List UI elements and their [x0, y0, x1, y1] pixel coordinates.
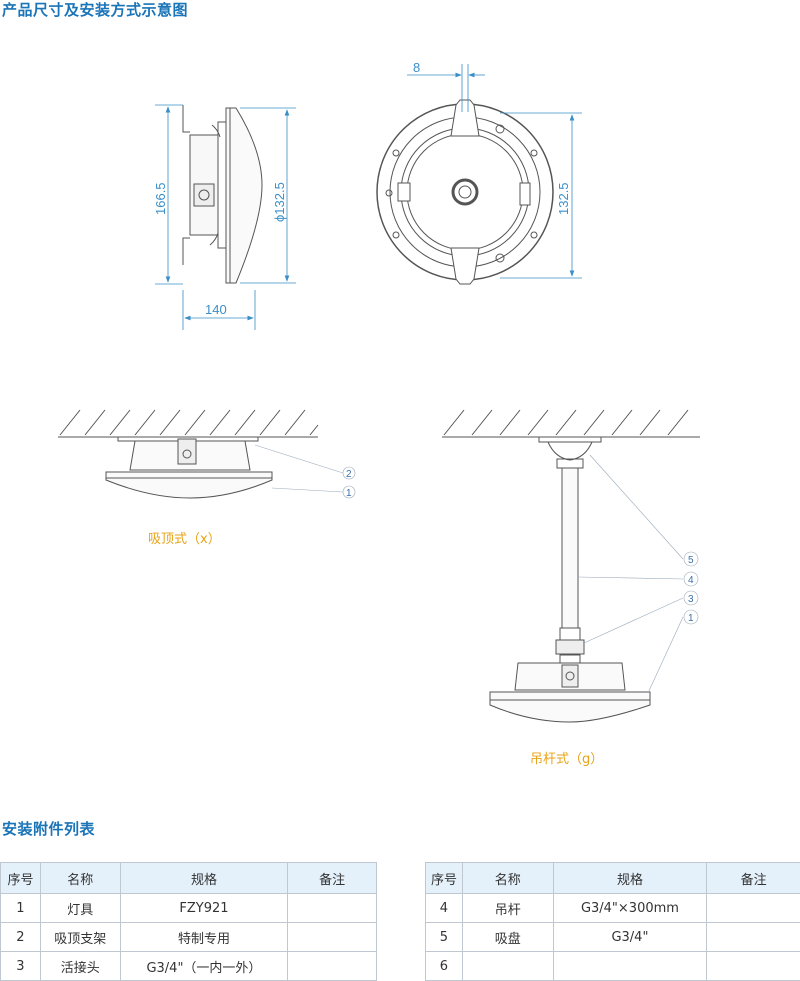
cell-index: 3: [1, 952, 41, 981]
cell-spec: FZY921: [120, 894, 288, 923]
col-header-spec: 规格: [553, 863, 707, 894]
col-header-name: 名称: [40, 863, 120, 894]
technical-drawing: 166.5 ϕ132.5 140 8 132.5: [0, 0, 800, 800]
cell-name: 吸盘: [462, 923, 553, 952]
cell-index: 2: [1, 923, 41, 952]
cell-index: 6: [426, 952, 463, 981]
col-header-spec: 规格: [120, 863, 288, 894]
callout-1-pendant: 1: [688, 613, 694, 624]
col-header-remark: 备注: [288, 863, 377, 894]
callout-2: 2: [346, 469, 352, 480]
cell-remark: [707, 952, 800, 981]
callout-5: 5: [688, 555, 694, 566]
dim-slot-width: 8: [413, 60, 420, 75]
col-header-index: 序号: [426, 863, 463, 894]
dim-diameter: ϕ132.5: [272, 182, 287, 222]
cell-spec: G3/4": [553, 923, 707, 952]
side-view: [183, 105, 262, 283]
col-header-name: 名称: [462, 863, 553, 894]
dim-front-height: 132.5: [556, 182, 571, 215]
dim-height: 166.5: [153, 182, 168, 215]
cell-name: 吊杆: [462, 894, 553, 923]
cell-remark: [288, 952, 377, 981]
cell-remark: [707, 923, 800, 952]
cell-index: 5: [426, 923, 463, 952]
pendant-mount-caption: 吊杆式（g）: [530, 752, 603, 767]
cell-name: 活接头: [40, 952, 120, 981]
front-dimensions: [407, 64, 582, 278]
cell-remark: [288, 894, 377, 923]
cell-spec: G3/4"×300mm: [553, 894, 707, 923]
front-view: [377, 100, 553, 284]
ceiling-mount-caption: 吸顶式（x）: [148, 532, 221, 547]
cell-name: [462, 952, 553, 981]
callout-1: 1: [346, 488, 352, 499]
dim-depth: 140: [205, 302, 227, 317]
cell-remark: [707, 894, 800, 923]
cell-name: 吸顶支架: [40, 923, 120, 952]
pendant-leader-lines: [578, 455, 698, 693]
section-title-accessories: 安装附件列表: [2, 818, 95, 839]
callout-4: 4: [688, 575, 694, 586]
pendant-mount-drawing: [442, 410, 700, 722]
cell-remark: [288, 923, 377, 952]
cell-name: 灯具: [40, 894, 120, 923]
cell-spec: G3/4"（一内一外）: [120, 952, 288, 981]
cell-spec: 特制专用: [120, 923, 288, 952]
callout-3: 3: [688, 594, 694, 605]
table-row: 6: [426, 952, 800, 981]
table-header-row: 序号 名称 规格 备注: [426, 863, 800, 894]
cell-index: 4: [426, 894, 463, 923]
col-header-index: 序号: [1, 863, 41, 894]
col-header-remark: 备注: [707, 863, 800, 894]
ceiling-mount-drawing: [58, 410, 318, 498]
cell-index: 1: [1, 894, 41, 923]
table-header-row: 序号 名称 规格 备注: [1, 863, 377, 894]
cell-spec: [553, 952, 707, 981]
